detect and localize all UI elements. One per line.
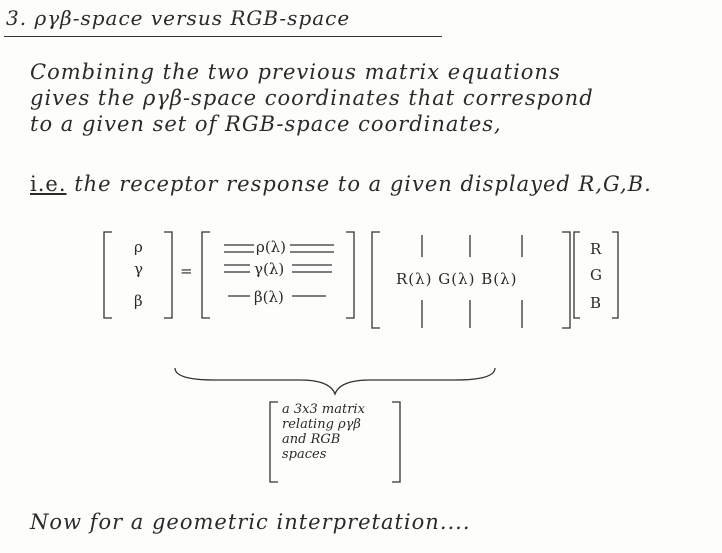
paragraph-line-1: Combining the two previous matrix equati… (30, 60, 561, 84)
section-title: 3. ργβ-space versus RGB-space (6, 6, 351, 30)
paragraph-line-2: gives the ργβ-space coordinates that cor… (30, 86, 594, 110)
sensitivity-gamma: γ(λ) (254, 260, 285, 278)
ie-text: the receptor response to a given display… (74, 172, 652, 196)
display-spectra: R(λ) G(λ) B(λ) (396, 270, 518, 288)
paragraph-line-3: to a given set of RGB-space coordinates, (30, 112, 502, 136)
lhs-beta: β (134, 292, 143, 310)
lhs-rho: ρ (134, 238, 143, 256)
closing-line: Now for a geometric interpretation.... (30, 510, 471, 534)
annotation-line-2: relating ργβ (282, 417, 361, 432)
sensitivity-rho: ρ(λ) (256, 238, 287, 256)
rgb-G: G (590, 266, 602, 284)
equals-sign: = (180, 262, 193, 280)
sensitivity-beta: β(λ) (254, 288, 284, 306)
rgb-R: R (590, 240, 602, 258)
annotation-line-4: spaces (282, 447, 327, 462)
annotation-line-1: a 3x3 matrix (282, 402, 365, 417)
ie-prefix: i.e. (30, 172, 67, 196)
annotation-line-3: and RGB (282, 432, 341, 447)
ie-line: i.e. the receptor response to a given di… (30, 172, 652, 196)
lhs-gamma: γ (134, 260, 143, 278)
title-underline (4, 36, 442, 37)
rgb-B: B (590, 294, 602, 312)
matrix-annotation: a 3x3 matrix relating ργβ and RGB spaces (270, 402, 410, 482)
